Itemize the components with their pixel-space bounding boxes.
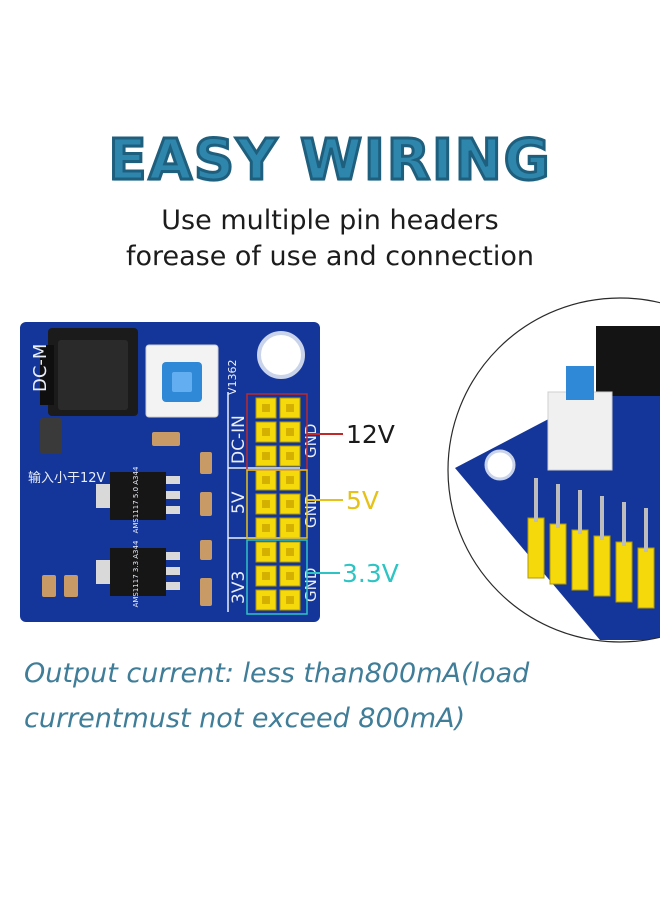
zoom-header-pin-post <box>534 478 538 522</box>
zoom-header-pin-post <box>622 502 626 546</box>
header-pin-post <box>286 452 294 460</box>
zoom-header-pin <box>615 541 633 603</box>
zoom-header-pin-post <box>644 508 648 552</box>
smd-components <box>42 432 212 606</box>
callout-3v3: 3.3V <box>342 559 399 588</box>
highlight-5v <box>246 469 308 539</box>
header-pin-post <box>262 452 270 460</box>
svg-text:AMS1117 5.0 A344: AMS1117 5.0 A344 <box>132 466 140 533</box>
regulator-chip-2: AMS1117 3.3 A344 <box>96 540 180 607</box>
header-pin-post <box>286 596 294 604</box>
header-pin-post <box>262 476 270 484</box>
zoom-header-pin <box>637 547 655 609</box>
zoom-header-pin <box>593 535 611 597</box>
svg-text:AMS1117 3.3 A344: AMS1117 3.3 A344 <box>132 540 140 607</box>
header-pin-post <box>262 572 270 580</box>
header-pin-post <box>262 596 270 604</box>
headline: EASY WIRING <box>107 127 552 195</box>
header-pin-post <box>286 476 294 484</box>
header-pin-post <box>286 404 294 412</box>
mounting-hole-icon <box>257 331 305 379</box>
zoom-header-pin-post <box>578 490 582 534</box>
header-pin-post <box>286 500 294 508</box>
header-pin-post <box>286 572 294 580</box>
dc-jack-icon <box>40 328 138 454</box>
zoom-detail <box>448 298 660 642</box>
callout-12v: 12V <box>346 420 395 449</box>
silk-gnd-1: GND <box>302 424 320 458</box>
zoom-header-pin-post <box>600 496 604 540</box>
header-pin-post <box>286 524 294 532</box>
zoom-header-pin-post <box>556 484 560 528</box>
callout-5v: 5V <box>346 486 379 515</box>
header-pin-post <box>286 548 294 556</box>
subtitle-line-2: forease of use and connection <box>125 241 535 272</box>
highlight-3v3 <box>246 539 308 615</box>
subtitle-line-1: Use multiple pin headers <box>161 205 499 236</box>
silk-gnd-2: GND <box>302 494 320 528</box>
zoom-header-pin <box>527 517 545 579</box>
header-pin-post <box>286 428 294 436</box>
header-pin-post <box>262 404 270 412</box>
zoom-circle-outline <box>447 297 660 643</box>
silk-dc-in: DC-IN <box>229 415 249 464</box>
silk-5v: 5V <box>229 491 249 514</box>
note-line-1: Output current: less than800mA(load <box>24 658 530 689</box>
silk-3v3: 3V3 <box>229 571 249 604</box>
zoom-header-pin <box>571 529 589 591</box>
regulator-chip-1: AMS1117 5.0 A344 <box>96 466 180 533</box>
push-button-icon <box>145 344 219 418</box>
silk-input: 输入小于12V <box>28 470 106 486</box>
header-pin-post <box>262 428 270 436</box>
silk-dc-m: DC-M <box>30 344 51 392</box>
power-module-board: AMS1117 5.0 A344 AMS1117 3.3 A344 DC-M V… <box>20 322 320 622</box>
silk-version: V1362 <box>226 359 239 395</box>
zoom-header-pin <box>549 523 567 585</box>
header-pin-post <box>262 548 270 556</box>
pin-header-block <box>255 397 301 611</box>
header-pin-post <box>262 524 270 532</box>
header-pin-post <box>262 500 270 508</box>
note-line-2: currentmust not exceed 800mA) <box>24 703 466 734</box>
